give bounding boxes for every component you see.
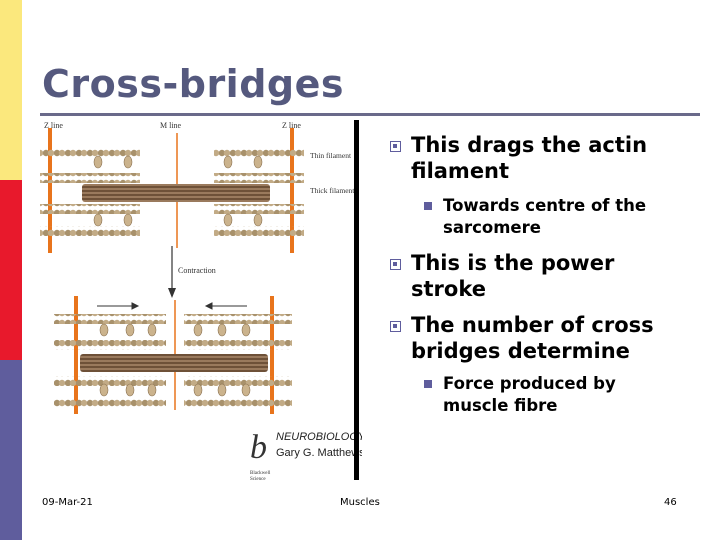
accent-band-red	[0, 180, 22, 360]
bullet-1: This drags the actin filament	[411, 133, 648, 183]
sub-bullet-1: Towards centre of the sarcomere	[443, 196, 647, 237]
thin-filament-label: Thin filament	[310, 151, 352, 160]
vertical-divider	[354, 120, 359, 480]
sarcomere-diagram: Z line M line Z line Thin filament Thick…	[40, 121, 362, 482]
footer-date: 09-Mar-21	[42, 497, 93, 508]
zline-right-label: Z line	[282, 121, 301, 130]
footer-title: Muscles	[340, 497, 380, 508]
accent-band-purple	[0, 360, 22, 540]
thick-filament-label: Thick filament	[310, 186, 355, 195]
sub-bullet-icon	[424, 202, 432, 210]
figure-credit: b NEUROBIOLOGY Gary G. Matthews Blackwel…	[250, 429, 362, 482]
credit-publisher-1: Blackwell	[250, 471, 271, 476]
sub-bullet-2: Force produced by muscle fibre	[443, 374, 616, 415]
title-divider	[40, 113, 700, 116]
sarcomere-contracted	[54, 296, 292, 414]
bullet-icon	[390, 141, 401, 152]
sarcomere-relaxed	[40, 128, 304, 253]
sub-bullet-icon	[424, 380, 432, 388]
page-number: 46	[664, 497, 677, 508]
credit-letter: b	[250, 429, 267, 466]
bullet-3: The number of cross bridges determine	[411, 313, 654, 363]
credit-title: NEUROBIOLOGY	[276, 431, 362, 443]
mline-label: M line	[160, 121, 182, 130]
credit-publisher-2: Science	[250, 477, 266, 482]
accent-band-yellow	[0, 0, 22, 180]
bullet-icon	[390, 321, 401, 332]
zline-left-label: Z line	[44, 121, 63, 130]
bullet-2: This is the power stroke	[411, 251, 615, 301]
bullet-icon	[390, 259, 401, 270]
credit-author: Gary G. Matthews	[276, 447, 362, 459]
slide-title: Cross-bridges	[42, 62, 345, 106]
contraction-label: Contraction	[178, 266, 216, 275]
